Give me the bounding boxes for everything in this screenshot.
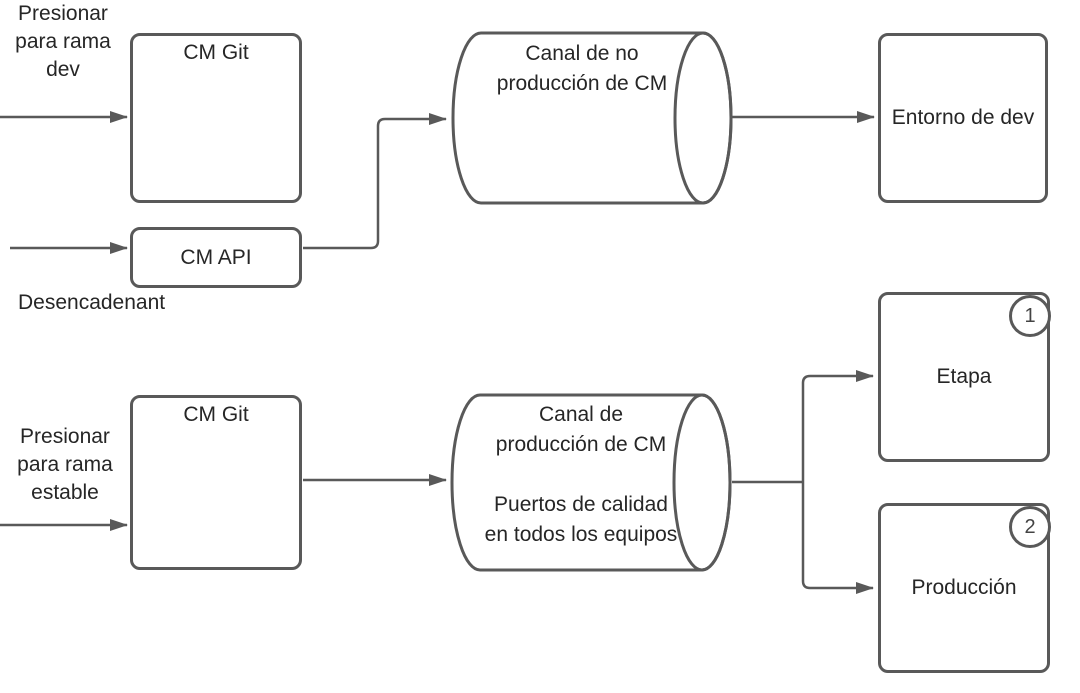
connector-cm-api-to-nonprod-pipeline: [303, 113, 447, 250]
box-cm-git-stable-label: CM Git: [183, 403, 249, 426]
box-production: Producción 2: [878, 503, 1051, 673]
box-cm-git-dev-label: CM Git: [183, 41, 249, 64]
label-push-stable-branch: Presionar para rama estable: [17, 425, 113, 504]
badge-stage-number: 1: [1009, 295, 1051, 337]
box-dev-environment: Entorno de dev: [878, 33, 1048, 203]
box-cm-api: CM API: [130, 227, 302, 288]
cylinder-prod-pipeline: [450, 393, 732, 572]
box-production-label: Producción: [911, 576, 1017, 599]
cylinder-prod-label: Canal de producción de CM Puertos de cal…: [484, 403, 678, 546]
box-cm-git-stable: CM Git: [130, 395, 302, 570]
box-stage-label: Etapa: [936, 365, 992, 388]
connector-branch-to-production: [801, 482, 874, 594]
connector-branch-to-stage: [801, 370, 874, 482]
label-push-dev-branch: Presionar para rama dev: [15, 2, 111, 81]
box-cm-git-dev: CM Git: [130, 33, 302, 203]
box-cm-api-label: CM API: [180, 245, 252, 269]
cylinder-nonprod-label: Canal de no producción de CM: [496, 42, 668, 95]
label-trigger: Desencadenant: [18, 291, 166, 314]
box-stage: Etapa 1: [878, 292, 1051, 462]
cylinder-prod-rim: [672, 393, 732, 572]
box-dev-environment-label: Entorno de dev: [891, 106, 1035, 129]
badge-production-number: 2: [1009, 506, 1051, 548]
